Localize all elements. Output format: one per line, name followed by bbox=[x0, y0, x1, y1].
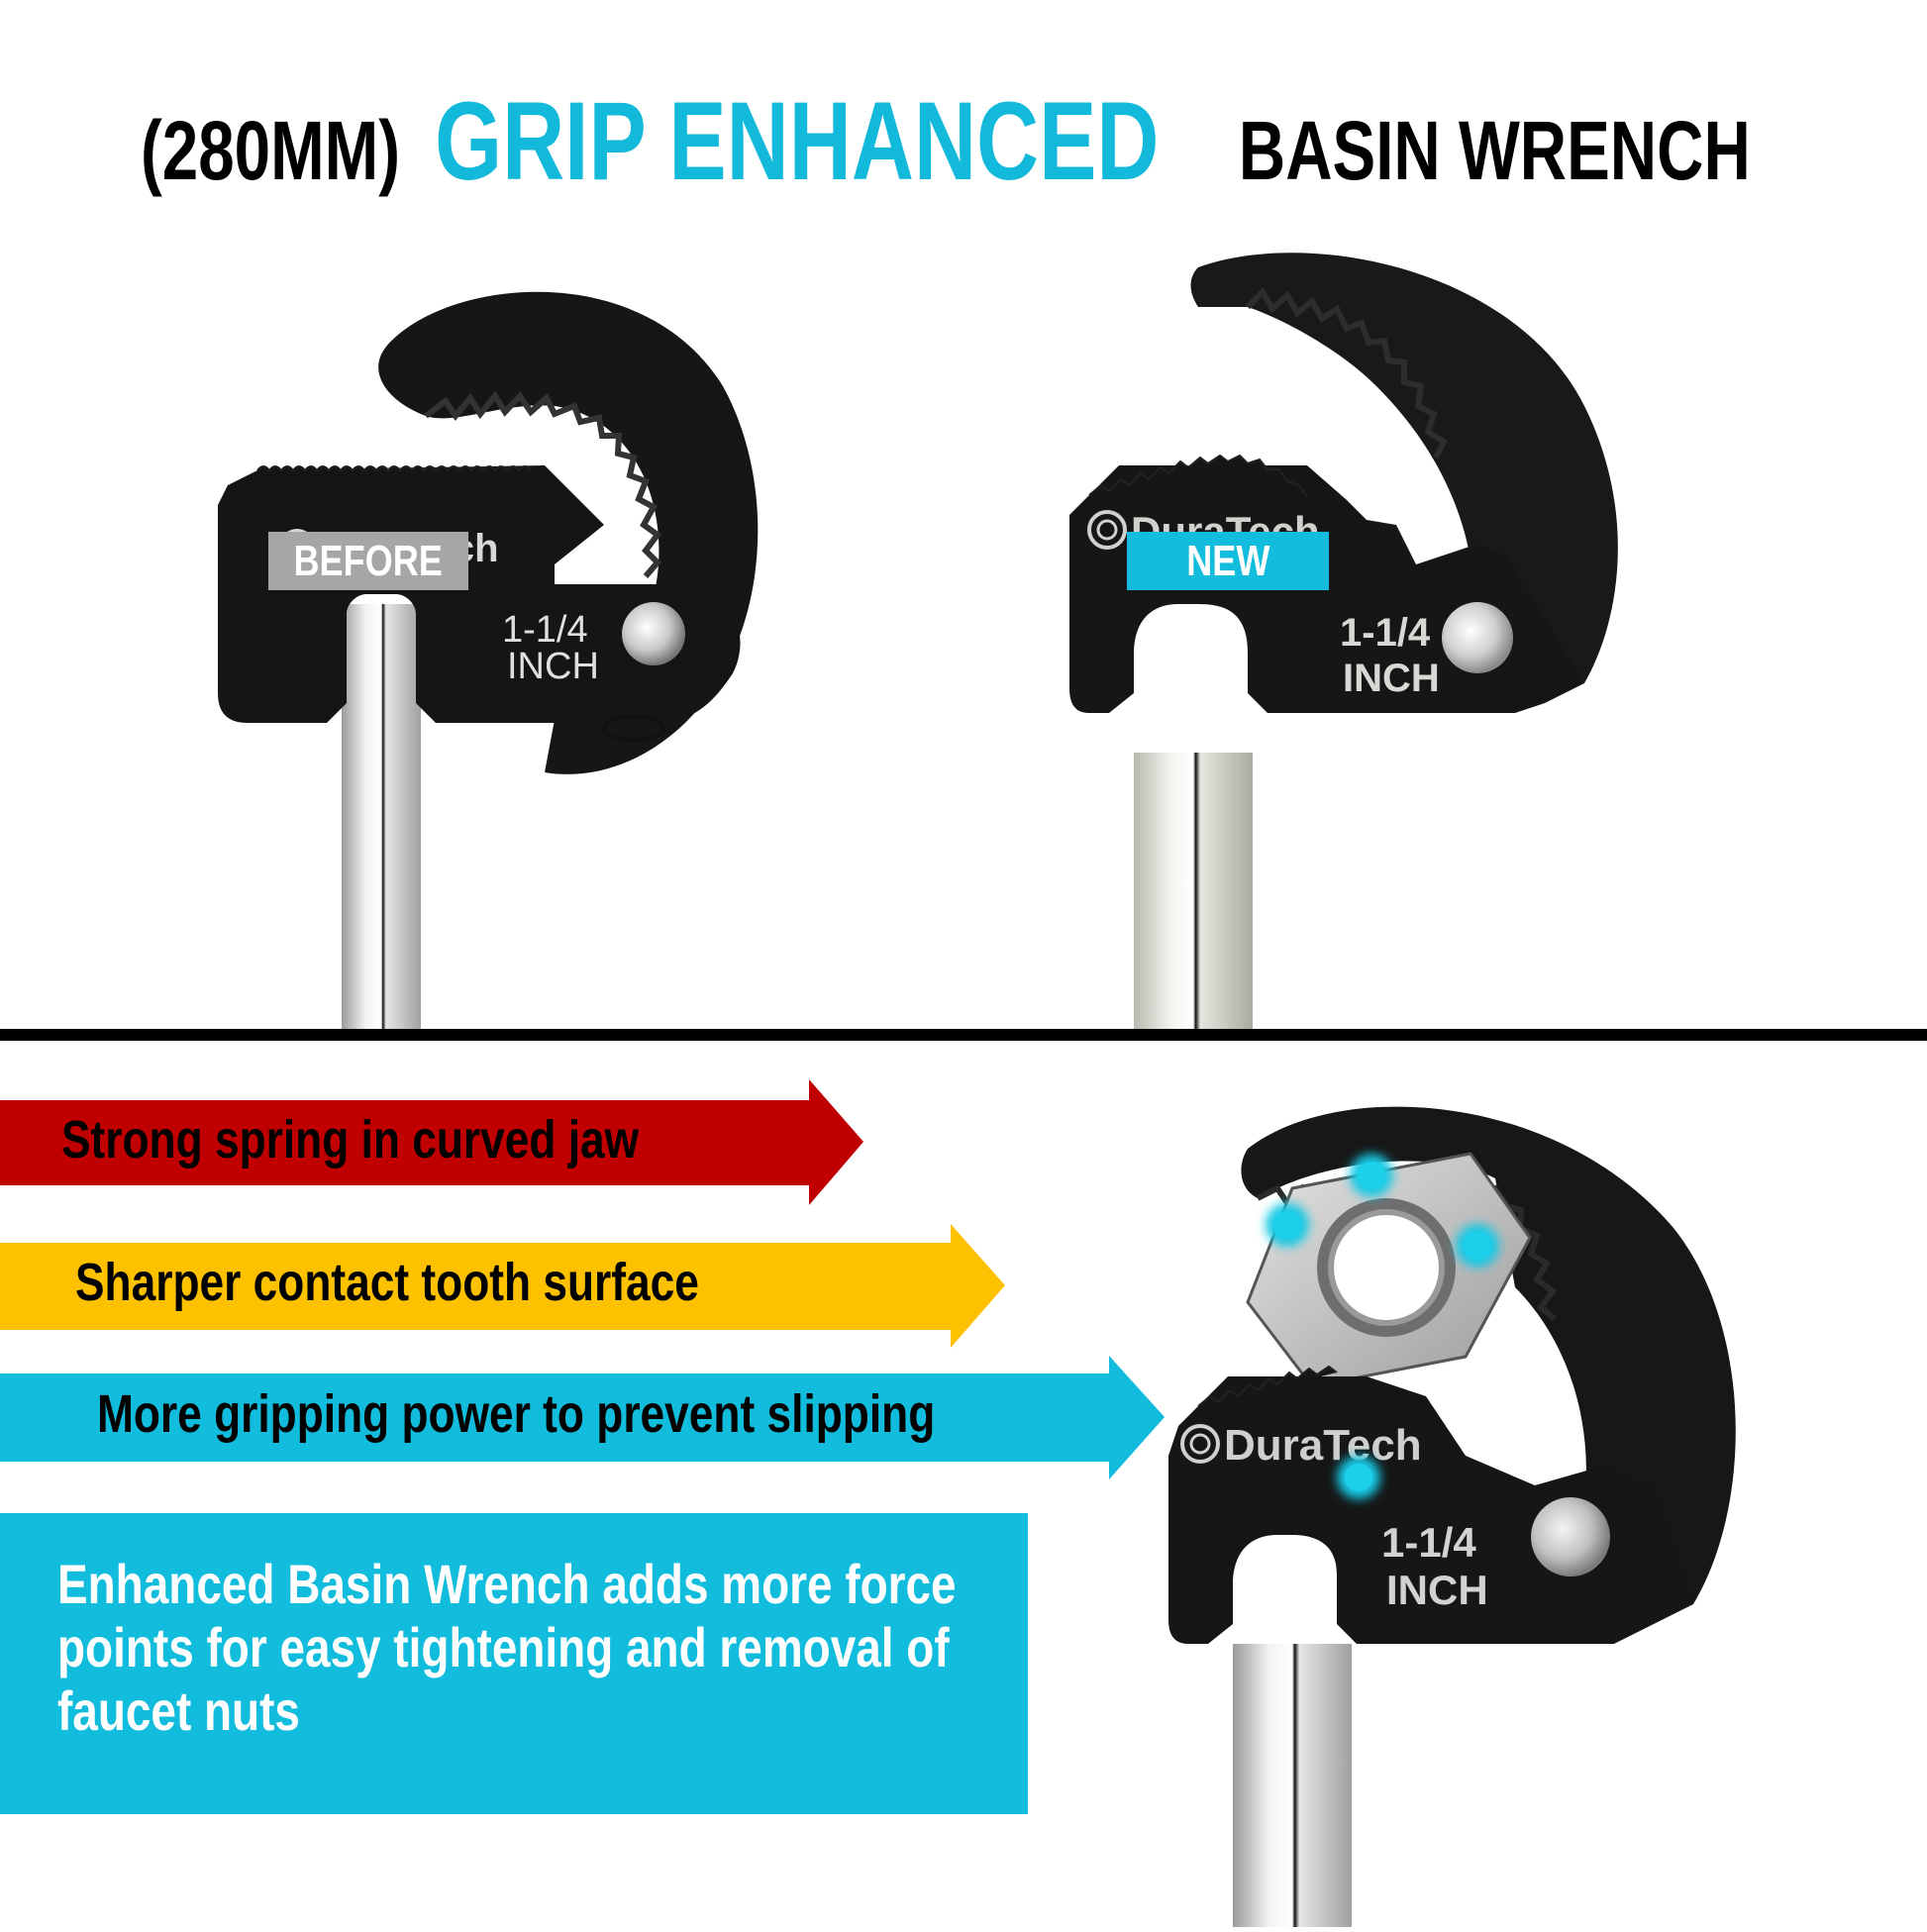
size-label-before-2: INCH bbox=[507, 646, 599, 687]
arrow-right-icon bbox=[0, 1356, 1165, 1479]
basin-wrench-before-icon: DuraTech 1-1/4 INCH bbox=[218, 291, 759, 1030]
headline-size: (280MM) bbox=[141, 104, 401, 197]
arrow-right-icon bbox=[0, 1224, 1005, 1348]
size-label-demo-1: 1-1/4 bbox=[1381, 1519, 1476, 1566]
before-badge: BEFORE bbox=[268, 532, 468, 590]
size-label-new-1: 1-1/4 bbox=[1340, 611, 1431, 655]
basin-wrench-new-icon: DuraTech 1-1/4 INCH bbox=[1069, 253, 1618, 1030]
size-label-before-1: 1-1/4 bbox=[502, 609, 588, 651]
headline: (280MM) GRIP ENHANCED BASIN WRENCH bbox=[0, 77, 1927, 205]
headline-product: BASIN WRENCH bbox=[1238, 104, 1751, 197]
brand-label-demo: DuraTech bbox=[1224, 1421, 1422, 1470]
before-badge-text: BEFORE bbox=[293, 537, 444, 585]
info-box: Enhanced Basin Wrench adds more force po… bbox=[0, 1513, 1028, 1814]
feature-text-teeth: Sharper contact tooth surface bbox=[75, 1253, 699, 1312]
new-badge: NEW bbox=[1127, 532, 1329, 590]
new-badge-text: NEW bbox=[1185, 537, 1270, 585]
arrow-right-icon bbox=[0, 1079, 863, 1205]
contact-point-icons bbox=[1266, 1154, 1499, 1499]
section-divider bbox=[0, 1029, 1927, 1041]
demo-wrench-image: DuraTech 1-1/4 INCH bbox=[1139, 1089, 1852, 1927]
feature-text-spring: Strong spring in curved jaw bbox=[61, 1110, 640, 1169]
size-label-demo-2: INCH bbox=[1386, 1567, 1488, 1613]
info-text: Enhanced Basin Wrench adds more force po… bbox=[57, 1553, 957, 1742]
basin-wrench-with-nut-icon: DuraTech 1-1/4 INCH bbox=[1168, 1106, 1736, 1927]
size-label-new-2: INCH bbox=[1343, 657, 1440, 700]
feature-arrow-spring: Strong spring in curved jaw bbox=[0, 1079, 871, 1208]
before-wrench-image: DuraTech 1-1/4 INCH bbox=[218, 287, 931, 1030]
feature-text-grip: More gripping power to prevent slipping bbox=[97, 1384, 936, 1444]
feature-arrow-grip: More gripping power to prevent slipping bbox=[0, 1356, 1168, 1484]
headline-accent: GRIP ENHANCED bbox=[435, 79, 1160, 203]
new-wrench-image: DuraTech 1-1/4 INCH bbox=[1050, 238, 1703, 1030]
feature-arrow-teeth: Sharper contact tooth surface bbox=[0, 1224, 1010, 1353]
